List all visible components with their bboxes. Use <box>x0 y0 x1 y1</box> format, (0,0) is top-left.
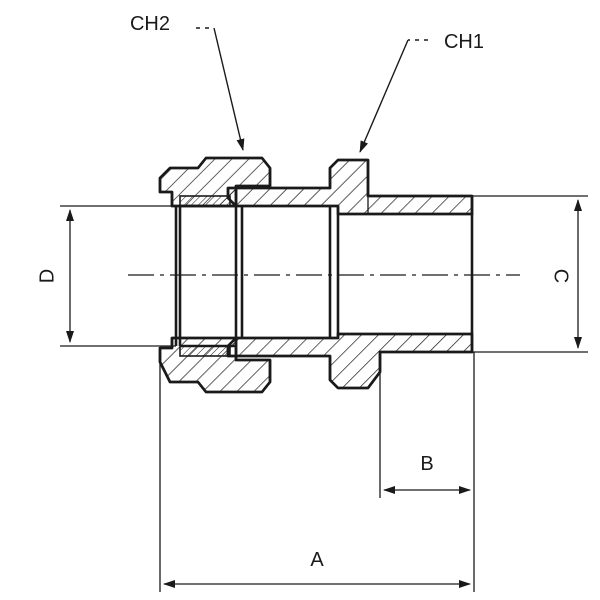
label-b: B <box>420 453 433 475</box>
bore-outlines <box>174 204 474 348</box>
dimension-a: A <box>159 362 475 592</box>
seal-ring-lower <box>179 345 231 357</box>
label-d: D <box>36 269 58 283</box>
nut-upper-section <box>158 156 272 208</box>
dimension-c: C <box>472 195 588 353</box>
leader-ch1: CH1 <box>359 31 484 153</box>
dimension-d: D <box>36 205 176 347</box>
label-ch1: CH1 <box>444 31 484 53</box>
label-c: C <box>550 269 572 283</box>
dimension-b: B <box>379 352 475 498</box>
body-lower-section <box>226 332 474 390</box>
seal-ring-upper <box>179 195 231 207</box>
label-a: A <box>310 549 324 571</box>
label-ch2: CH2 <box>130 13 170 35</box>
leader-ch2: CH2 <box>130 13 245 151</box>
